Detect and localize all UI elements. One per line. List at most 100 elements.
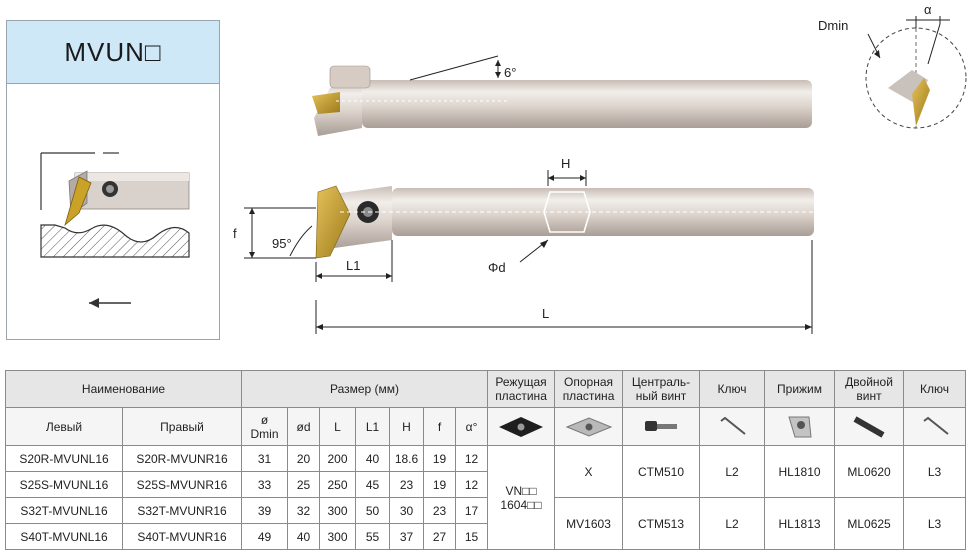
double-screw-value: ML0625 [834,497,905,550]
d-value: 20 [287,445,320,472]
alpha-value: 12 [454,471,489,498]
H-header: H [389,407,424,446]
double-screw-image [834,407,905,446]
L1-header: L1 [355,407,390,446]
shim-value: MV1603 [554,497,624,550]
f-value: 23 [423,497,456,524]
alpha-header: α° [454,407,489,446]
hex-key-icon [720,416,746,435]
d-value: 25 [287,471,320,498]
L1-value: 45 [355,471,390,498]
tool-type-title: MVUN□ [7,21,219,84]
dmin-value: 39 [241,497,288,524]
key-header: Ключ [699,370,766,408]
H-value: 23 [389,471,424,498]
center-screw-value: CTM513 [622,497,701,550]
right-code: S32T-MVUNR16 [122,497,242,524]
insert-line-2: 1604□□ [500,497,542,512]
L-value: 200 [319,445,356,472]
d-header: ød [287,407,320,446]
clamp-value: HL1813 [764,497,836,550]
table-row: S32T-MVUNL16 S32T-MVUNR16 39 32 300 50 3… [5,497,967,550]
left-code: S40T-MVUNL16 [5,523,123,550]
dmin-value: 31 [241,445,288,472]
f-header: f [423,407,456,446]
key2-image [903,407,967,446]
left-hand-header: Левый [5,407,123,446]
shim-icon [565,416,612,437]
L-value: 250 [319,471,356,498]
L1-value: 55 [355,523,390,550]
left-code: S32T-MVUNL16 [5,497,123,524]
clamp-header: Прижим [764,370,836,408]
alpha-label: α [924,2,932,17]
key-image [699,407,766,446]
center-screw-image [622,407,701,446]
angle-6-label: 6° [504,65,516,80]
size-group-header: Размер (мм) [240,370,489,408]
dmin-label: Dmin [818,18,848,33]
double-screw-icon [853,415,885,438]
hex-key-icon [922,416,949,435]
table-row: S25S-MVUNL16 S25S-MVUNR16 33 25 250 45 2… [5,471,966,498]
insert-header: Режущая пластина [487,370,556,408]
f-value: 19 [423,471,456,498]
d-value: 40 [287,523,320,550]
f-value: 27 [423,523,456,550]
clamp-value: HL1810 [764,445,836,498]
alpha-value: 15 [454,523,489,550]
insert-line-1: VN□□ [505,483,537,498]
key2-value: L3 [903,497,967,550]
d-value: 32 [287,497,320,524]
L-value: 300 [319,497,356,524]
clamp-icon [787,416,812,437]
left-code: S20R-MVUNL16 [5,445,123,472]
shim-value: X [554,445,624,498]
f-label: f [233,226,237,241]
shim-header: Опорная пластина [554,370,624,408]
boring-operation-diagram [40,152,190,308]
L1-value: 50 [355,497,390,524]
insert-image [487,407,556,446]
right-code: S20R-MVUNR16 [122,445,242,472]
right-hand-header: Правый [122,407,242,446]
left-code: S25S-MVUNL16 [5,471,123,498]
dmin-value: 49 [241,523,288,550]
center-screw-header: Централь-ный винт [622,370,701,408]
dmin-header: ø Dmin [241,407,288,446]
phi-d-label: Φd [488,260,506,275]
L-header: L [319,407,356,446]
dmin-detail [865,16,967,129]
key-value: L2 [699,445,766,498]
angle-95-label: 95° [272,236,292,251]
H-value: 37 [389,523,424,550]
l-label: L [542,306,549,321]
shim-image [554,407,624,446]
alpha-value: 12 [454,445,489,472]
L-value: 300 [319,523,356,550]
tool-drawing: 6° H f 95° L1 Φd L [233,2,967,334]
tool-front-view [315,185,814,259]
dmin-phi: ø [260,412,269,427]
insert-icon [499,416,544,437]
screw-icon [645,420,678,431]
L1-value: 40 [355,445,390,472]
key-value: L2 [699,497,766,550]
table-row: S20R-MVUNL16 S20R-MVUNR16 31 20 200 40 1… [5,445,967,550]
H-value: 30 [389,497,424,524]
tool-type-card: MVUN□ [6,20,220,340]
table-row: S40T-MVUNL16 S40T-MVUNR16 49 40 300 55 3… [5,523,966,550]
clamp-image [764,407,836,446]
f-value: 19 [423,445,456,472]
dmin-text: Dmin [250,426,279,441]
right-code: S40T-MVUNR16 [122,523,242,550]
key2-value: L3 [903,445,967,498]
l1-label: L1 [346,258,360,273]
double-screw-value: ML0620 [834,445,905,498]
alpha-value: 17 [454,497,489,524]
key-header: Ключ [903,370,967,408]
insert-value: VN□□ 1604□□ [487,445,556,550]
H-value: 18.6 [389,445,424,472]
tool-side-view [312,55,812,136]
double-screw-header: Двойной винт [834,370,905,408]
